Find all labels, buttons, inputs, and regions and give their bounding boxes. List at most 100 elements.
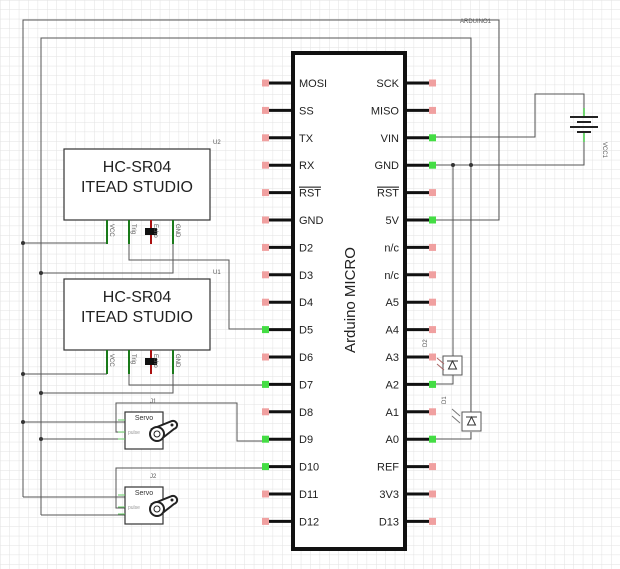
- pin-connector[interactable]: [429, 517, 436, 525]
- pin-left-gnd[interactable]: GND: [262, 215, 324, 227]
- wire-u1-trig[interactable]: [128, 374, 262, 386]
- pin-right-a3[interactable]: A3: [386, 352, 436, 364]
- pin-connector[interactable]: [262, 435, 269, 443]
- pin-connector[interactable]: [429, 490, 436, 498]
- pin-connector[interactable]: [429, 243, 436, 251]
- pin-left-d2[interactable]: D2: [262, 242, 313, 254]
- pin-connector[interactable]: [429, 106, 436, 114]
- pin-connector[interactable]: [262, 189, 269, 197]
- pin-right-vin[interactable]: VIN: [381, 133, 436, 145]
- pin-connector[interactable]: [262, 463, 269, 471]
- pin-left-d6[interactable]: D6: [262, 352, 313, 364]
- pin-connector[interactable]: [262, 517, 269, 525]
- pin-connector[interactable]: [262, 243, 269, 251]
- pin-connector[interactable]: [429, 79, 436, 87]
- photodiode-d1[interactable]: D1: [442, 396, 482, 432]
- pin-right-a1[interactable]: A1: [386, 407, 436, 419]
- pin-connector[interactable]: [429, 353, 436, 361]
- wire-5v[interactable]: [22, 19, 500, 497]
- pin-connector[interactable]: [429, 271, 436, 279]
- pin-left-d4[interactable]: D4: [262, 297, 313, 309]
- wire-u1-gnd[interactable]: [41, 374, 174, 394]
- pin-left-d9[interactable]: D9: [262, 434, 313, 446]
- pin-connector[interactable]: [262, 490, 269, 498]
- pin-right-gnd[interactable]: GND: [375, 160, 436, 172]
- pin-right-5v[interactable]: 5V: [386, 215, 436, 227]
- pin-connector[interactable]: [429, 435, 436, 443]
- pin-left-d8[interactable]: D8: [262, 407, 313, 419]
- pin-connector[interactable]: [429, 326, 436, 334]
- pin-label: REF: [377, 462, 399, 474]
- pin-connector[interactable]: [262, 326, 269, 334]
- sensor-pin-label: VCC: [108, 224, 114, 237]
- sensor-title: HC-SR04: [103, 159, 172, 176]
- wire-j2-signal[interactable]: [115, 467, 262, 509]
- photodiode-d2[interactable]: D2: [423, 339, 463, 376]
- arduino-micro[interactable]: Arduino MICRO ARDUINO1 MOSISSTXRXRSTGNDD…: [262, 19, 492, 551]
- pin-connector[interactable]: [429, 298, 436, 306]
- pin-right-miso[interactable]: MISO: [371, 105, 436, 117]
- wire-gnd-battery[interactable]: [435, 142, 585, 166]
- pin-right-d13[interactable]: D13: [379, 516, 436, 528]
- pin-connector[interactable]: [429, 463, 436, 471]
- servo-pin-label: pulse: [128, 430, 140, 436]
- pin-right-nc[interactable]: n/c: [384, 270, 436, 282]
- pin-left-tx[interactable]: TX: [262, 133, 314, 145]
- pin-right-a0[interactable]: A0: [386, 434, 436, 446]
- pin-left-mosi[interactable]: MOSI: [262, 78, 327, 90]
- pin-connector[interactable]: [262, 298, 269, 306]
- pin-connector[interactable]: [429, 189, 436, 197]
- wire-u2-trig[interactable]: [128, 244, 262, 330]
- pin-right-a2[interactable]: A2: [386, 379, 436, 391]
- pin-connector[interactable]: [429, 380, 436, 388]
- pin-left-d12[interactable]: D12: [262, 516, 319, 528]
- pin-connector[interactable]: [429, 216, 436, 224]
- wire-led-d1-a0[interactable]: [435, 432, 472, 440]
- pin-connector[interactable]: [262, 106, 269, 114]
- pin-left-d7[interactable]: D7: [262, 379, 313, 391]
- pin-connector[interactable]: [262, 271, 269, 279]
- wire-led-d2-a2[interactable]: [435, 375, 454, 385]
- pin-connector[interactable]: [262, 216, 269, 224]
- sensor-part-label: U2: [213, 140, 221, 146]
- pin-left-d11[interactable]: D11: [262, 489, 318, 501]
- pin-right-ref[interactable]: REF: [377, 462, 436, 474]
- pin-connector[interactable]: [262, 161, 269, 169]
- pin-right-3v3[interactable]: 3V3: [379, 489, 436, 501]
- wire-j1-signal[interactable]: [115, 402, 262, 442]
- wire-vin-battery[interactable]: [435, 93, 585, 138]
- servo-horn-icon: [149, 494, 179, 517]
- pin-right-a4[interactable]: A4: [386, 325, 436, 337]
- pin-right-rst[interactable]: RST: [377, 188, 436, 200]
- pin-connector[interactable]: [262, 408, 269, 416]
- pin-left-rst[interactable]: RST: [262, 188, 321, 200]
- pin-right-sck[interactable]: SCK: [376, 78, 436, 90]
- battery[interactable]: VCC1: [570, 108, 607, 159]
- pin-connector[interactable]: [429, 134, 436, 142]
- wire-gnd-bus[interactable]: [40, 37, 472, 515]
- pin-connector[interactable]: [429, 408, 436, 416]
- pin-left-d10[interactable]: D10: [262, 462, 319, 474]
- pin-connector[interactable]: [262, 353, 269, 361]
- pin-left-d3[interactable]: D3: [262, 270, 313, 282]
- pin-left-d5[interactable]: D5: [262, 325, 313, 337]
- pin-left-rx[interactable]: RX: [262, 160, 315, 172]
- pin-label: SS: [299, 105, 314, 117]
- pin-label: D8: [299, 407, 313, 419]
- pin-connector[interactable]: [262, 134, 269, 142]
- pin-connector[interactable]: [262, 380, 269, 388]
- servo-title: Servo: [135, 490, 153, 497]
- pin-connector[interactable]: [429, 161, 436, 169]
- pin-connector[interactable]: [262, 79, 269, 87]
- pin-label: A3: [386, 352, 399, 364]
- pin-right-a5[interactable]: A5: [386, 297, 436, 309]
- servo-title: Servo: [135, 415, 153, 422]
- wire-u2-gnd[interactable]: [41, 244, 174, 274]
- pin-left-ss[interactable]: SS: [262, 105, 314, 117]
- pin-right-nc[interactable]: n/c: [384, 242, 436, 254]
